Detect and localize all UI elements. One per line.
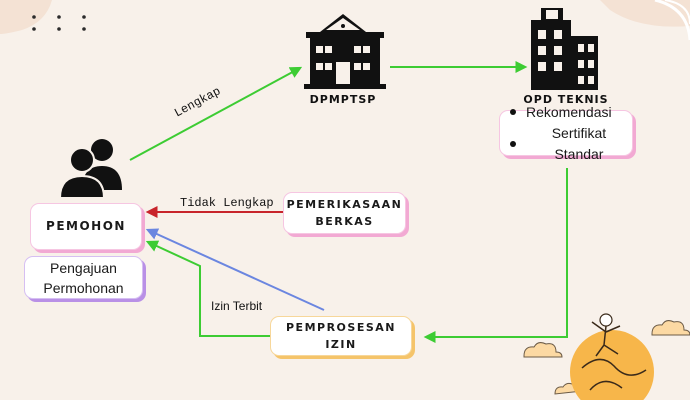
bullet-icon [510,140,516,147]
tidak-lengkap-edge-label: Tidak Lengkap [180,196,274,210]
pemeriksaan-line2: BERKAS [315,215,374,228]
government-building-icon [304,14,386,89]
people-icon [58,139,122,199]
arrow-pemprosesan-to-pemohon [145,240,270,337]
sparkle-dots [32,15,86,31]
pengajuan-line2: Permohonan [43,279,124,296]
izin-terbit-edge-label: Izin Terbit [211,299,263,313]
pemprosesan-line1: PEMPROSESAN [286,321,396,334]
list-item: Rekomendasi [510,102,612,123]
pemeriksaan-line1: PEMERIKASAAN [286,198,403,211]
pemprosesan-line2: IZIN [325,338,357,351]
arrow-izin-terbit [145,228,325,311]
pemprosesan-izin-node: PEMPROSESAN IZIN [270,316,412,356]
person-on-globe-illustration [570,313,654,400]
arrow-lengkap [129,66,303,161]
pengajuan-line1: Pengajuan [50,259,117,276]
pemohon-label: PEMOHON [46,219,126,233]
dpmptsp-label: DPMPTSP [309,93,377,106]
pengajuan-permohonan-node: Pengajuan Permohonan [24,256,143,299]
opd-teknis-label: OPD TEKNIS [523,93,609,106]
list-item: Sertifikat Standar [510,123,632,165]
pemeriksaan-berkas-node: PEMERIKASAAN BERKAS [283,192,406,234]
opd-recommendation-list: Rekomendasi Sertifikat Standar [499,104,633,162]
pemohon-node: PEMOHON [30,203,142,250]
arrow-opd-to-pemprosesan [423,168,568,343]
office-building-icon [531,8,598,90]
bullet-icon [510,109,516,115]
